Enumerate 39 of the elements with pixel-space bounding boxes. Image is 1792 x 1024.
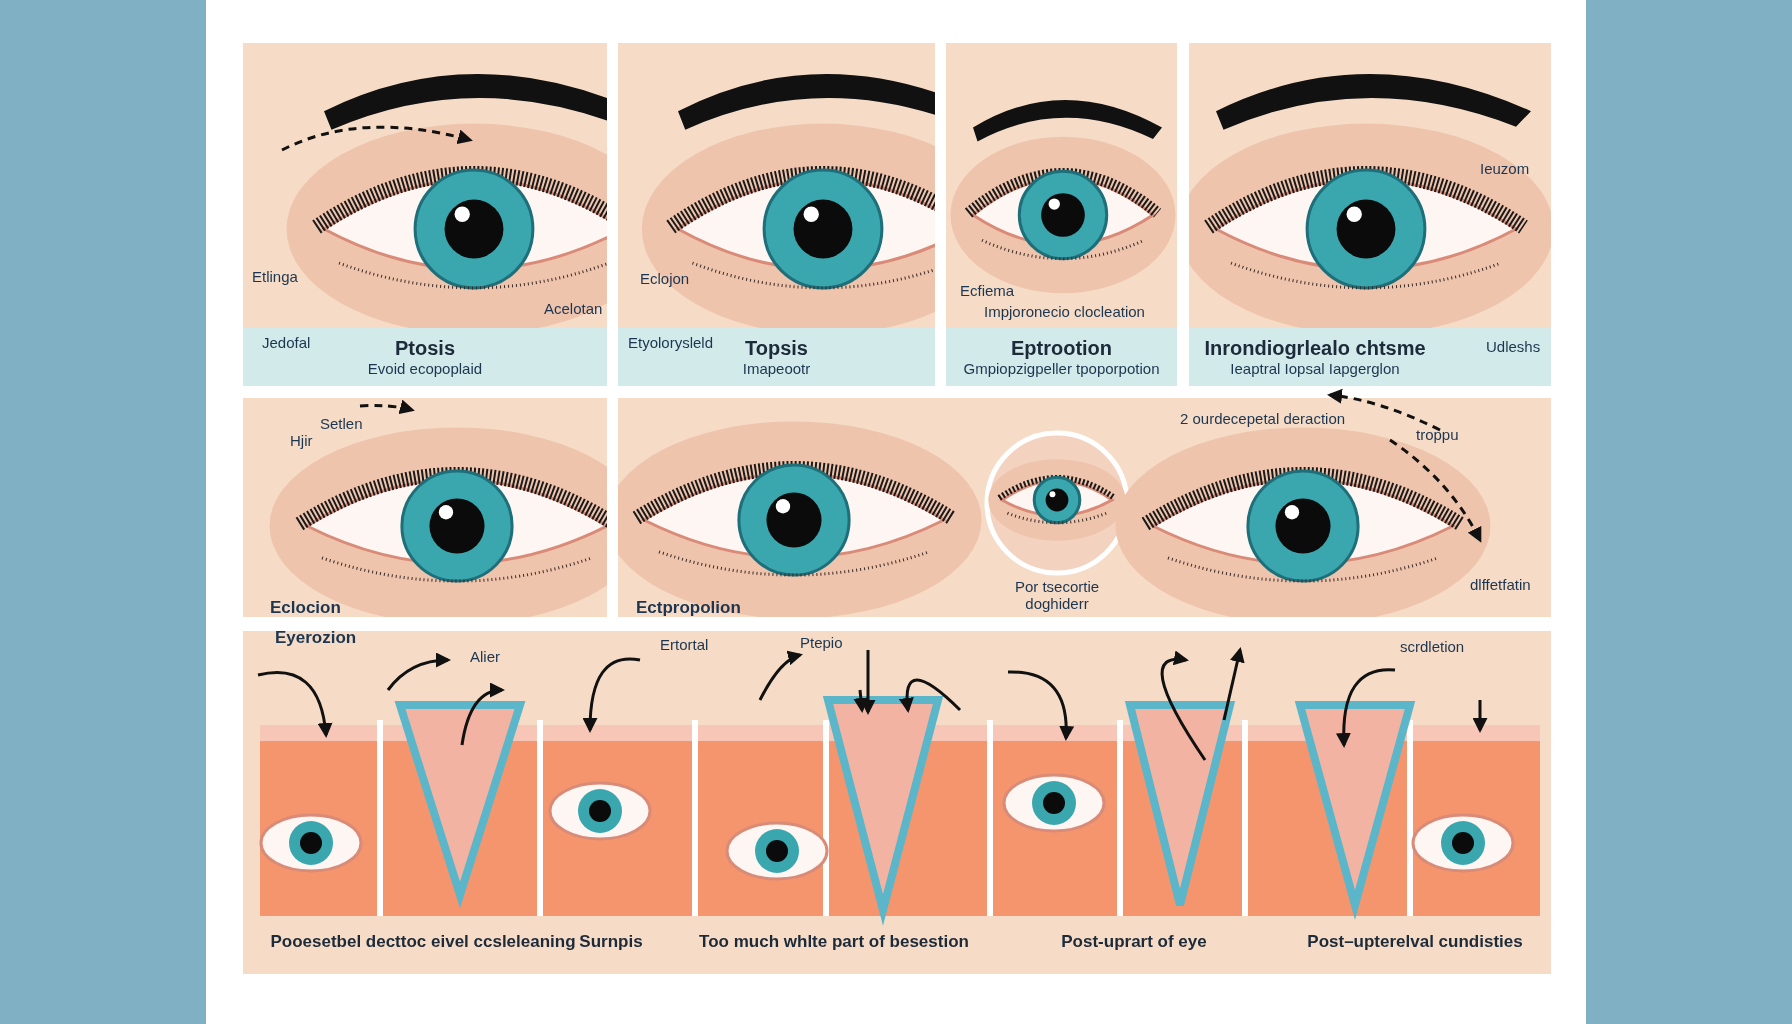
part-label: Udleshs <box>1486 338 1541 355</box>
panel-title: Topsis <box>745 337 808 360</box>
part-label: Etlinga <box>252 268 298 285</box>
part-label: Eclojon <box>640 270 690 287</box>
part-label: Acelotan <box>544 300 603 317</box>
caption-band <box>243 328 607 386</box>
part-label: Hjir <box>290 432 313 449</box>
panel-caption: Surnpis <box>579 932 643 952</box>
panel-title: Eptrootion <box>1010 337 1113 360</box>
part-label: Etyolorysleld <box>628 334 714 351</box>
part-label: 2 ourdecepetal deraction <box>1180 410 1346 427</box>
part-label: Impjoronecio clocleation <box>984 303 1145 320</box>
part-label: Eclocion <box>270 598 341 618</box>
part-label: Ptepio <box>800 634 843 651</box>
panel-subtitle: Ieaptral Iopsal Iapgerglon <box>1230 360 1400 377</box>
panel-caption: Pooesetbel decttoc eivel ccsleleaning <box>270 932 576 952</box>
part-label: Jedofal <box>262 334 311 351</box>
panel-caption: Post–upterelval cundisties <box>1307 932 1523 952</box>
part-label: Eyerozion <box>275 628 357 648</box>
part-label: scrdletion <box>1400 638 1465 655</box>
part-label: Por tsecortie doghiderr <box>1013 578 1101 612</box>
part-label: Ertortal <box>660 636 709 653</box>
part-label: Setlen <box>320 415 363 432</box>
caption-band <box>946 328 1177 386</box>
part-label: Alier <box>470 648 500 665</box>
panel-title: Ptosis <box>395 337 455 360</box>
caption-band <box>1189 328 1551 386</box>
panel-subtitle: Gmpiopzigpeller tpoporpotion <box>963 360 1160 377</box>
panel-subtitle: Evoid ecopoplaid <box>367 360 483 377</box>
panel-title: Inrondiogrlealo chtsme <box>1204 337 1426 360</box>
part-label: Ecfiema <box>960 282 1015 299</box>
part-label: Ieuzom <box>1480 160 1530 177</box>
part-label: troppu <box>1416 426 1459 443</box>
panel-subtitle: Imapeootr <box>742 360 811 377</box>
part-label: Ectpropolion <box>636 598 741 618</box>
part-label: dlffetfatin <box>1470 576 1531 593</box>
panel-caption: Post-uprart of eye <box>1061 932 1207 952</box>
caption-band <box>618 328 935 386</box>
panel-caption: Too much whlte part of besestion <box>699 932 969 952</box>
